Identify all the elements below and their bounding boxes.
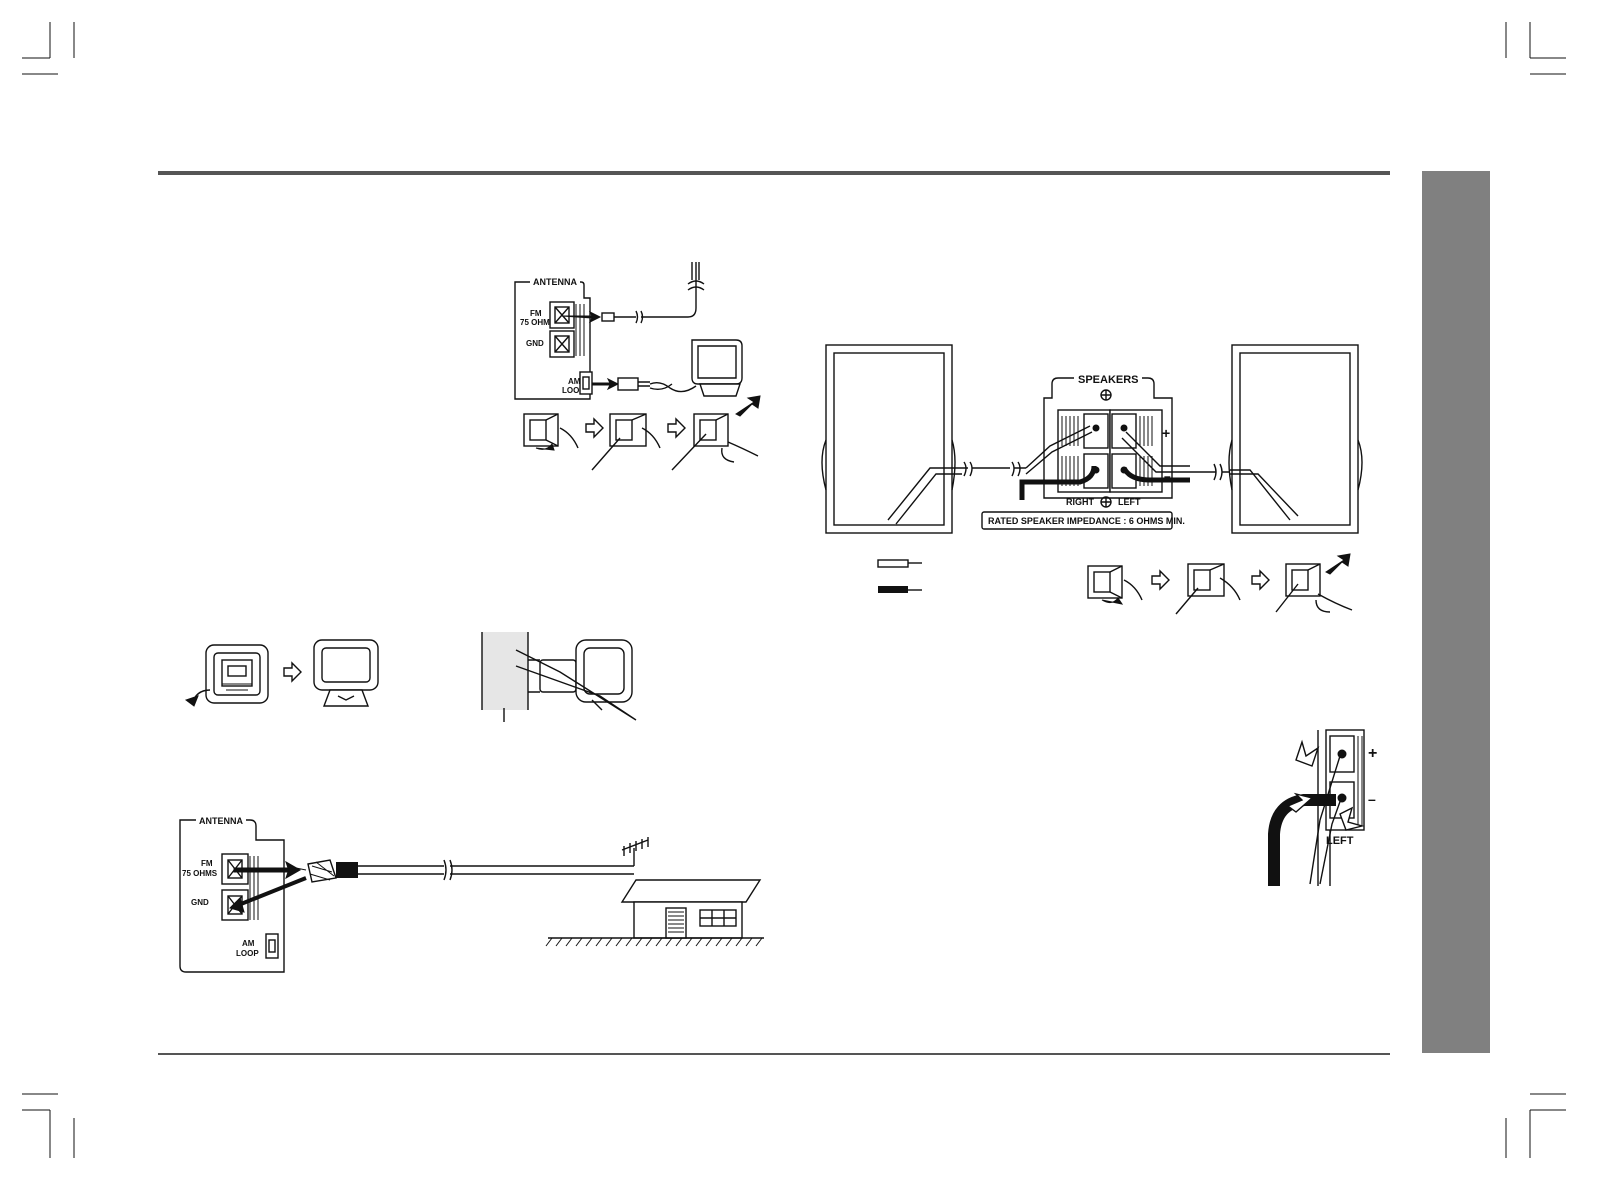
warning-plus: + [1368, 745, 1377, 762]
outdoor-gnd-label: GND [191, 898, 209, 907]
right-label: RIGHT [1066, 497, 1095, 507]
loop-antenna-icon [691, 339, 743, 385]
house-icon [620, 879, 762, 903]
arrow-right-icon [585, 417, 604, 439]
tv-antenna-icon [621, 837, 649, 856]
spark-icon [1295, 739, 1320, 767]
outdoor-fm-label-2: 75 OHMS [182, 869, 218, 878]
right-speaker-box [821, 344, 962, 534]
left-label: LEFT [1118, 497, 1141, 507]
outdoor-fm-label-1: FM [201, 859, 213, 868]
speaker-cables [962, 461, 1230, 481]
terminal-steps-top [523, 395, 761, 471]
fm-wire-antenna [561, 262, 705, 324]
loop-antenna-icon [575, 639, 633, 703]
am-loop-assembly [184, 639, 379, 707]
arrow-right-icon [667, 417, 686, 439]
arrow-right-icon [1251, 569, 1270, 591]
short-circuit-warning: + – LEFT [1268, 729, 1377, 886]
outdoor-am-label-2: LOOP [236, 949, 259, 958]
am-label-2: LOOP [562, 386, 585, 395]
am-label-1: AM [568, 377, 581, 386]
impedance-note: RATED SPEAKER IMPEDANCE : 6 OHMS MIN. [988, 516, 1185, 526]
antenna-panel-outdoor: ANTENNA FM 75 OHMS GND AM LOOP [179, 814, 635, 973]
spark-icon [1286, 792, 1314, 813]
am-loop-antenna [591, 339, 743, 397]
warning-minus: – [1368, 791, 1376, 807]
crop-marks [22, 22, 1566, 1158]
outdoor-antenna-heading: ANTENNA [199, 816, 243, 826]
minus-symbol: – [1164, 469, 1171, 483]
am-loop-wall-mount [481, 632, 637, 722]
fm-label-1: FM [530, 309, 542, 318]
side-tab [1422, 171, 1490, 1053]
header-rule [158, 171, 1390, 175]
outdoor-am-label-1: AM [242, 939, 255, 948]
speakers-heading: SPEAKERS [1078, 374, 1139, 386]
gnd-label: GND [526, 339, 544, 348]
house-with-antenna [545, 837, 764, 947]
antenna-panel-top: ANTENNA FM 75 OHMS GND AM LOOP [514, 276, 593, 400]
arrow-right-icon [1151, 569, 1170, 591]
warning-left-label: LEFT [1326, 835, 1354, 847]
left-speaker-box [1228, 344, 1363, 534]
terminal-steps-speaker [1087, 553, 1353, 615]
wire-legend [877, 559, 922, 593]
fm-label-2: 75 OHMS [520, 318, 556, 327]
plus-symbol: + [1162, 425, 1170, 441]
speaker-terminal: SPEAKERS + – RIGHT LEFT RATED SPEAKER IM… [981, 372, 1190, 530]
arrow-right-icon [283, 661, 302, 683]
antenna-heading: ANTENNA [533, 277, 577, 287]
footer-rule [158, 1053, 1390, 1055]
